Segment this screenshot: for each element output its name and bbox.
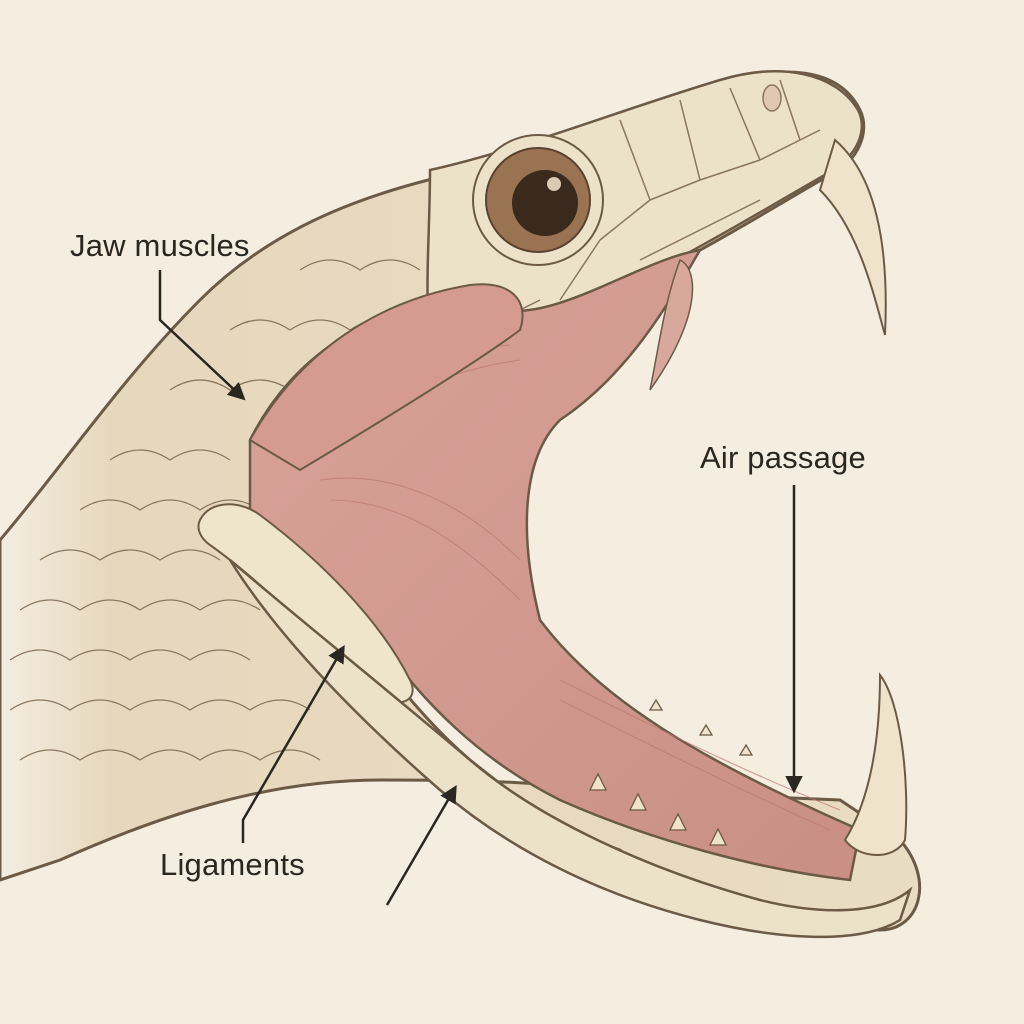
jaw-muscles-arrow xyxy=(158,270,246,401)
ligaments-arrow-1 xyxy=(241,644,345,843)
annotation-arrows xyxy=(158,270,803,906)
upper-fang xyxy=(818,138,887,336)
jaw-muscle xyxy=(248,283,524,472)
fang-sheath xyxy=(649,258,694,391)
lower-jaw xyxy=(228,559,913,939)
label-ligaments: Ligaments xyxy=(160,847,305,882)
ligaments-arrow-2 xyxy=(385,784,457,906)
label-air-passage: Air passage xyxy=(700,440,866,475)
label-jaw-muscles: Jaw muscles xyxy=(70,228,250,263)
lower-teeth xyxy=(588,698,754,846)
quadrate-bone xyxy=(197,503,414,704)
eye xyxy=(472,134,604,266)
lower-fang xyxy=(843,672,908,856)
nostril xyxy=(762,84,782,112)
